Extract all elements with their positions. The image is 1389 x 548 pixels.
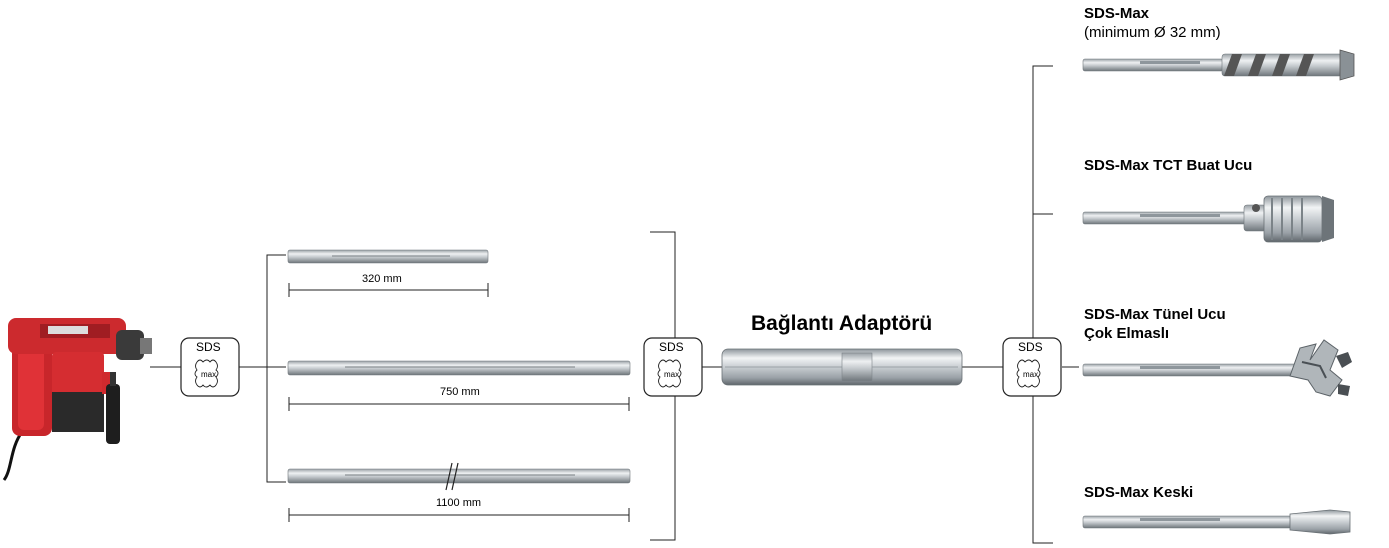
rotary-hammer-drill-icon: [2, 318, 152, 481]
tool-label-chisel: SDS-Max Keski: [1084, 484, 1194, 501]
shank-1100: [287, 462, 631, 491]
core-bit-icon: [1082, 195, 1334, 243]
tool-label-tunnel: SDS-Max Tünel Ucu: [1084, 306, 1226, 323]
dimension-lines: [288, 283, 630, 522]
tool-subtitle-sds-max: (minimum Ø 32 mm): [1084, 24, 1221, 41]
sds-badge-2-max: max: [664, 370, 680, 379]
tool-label-tunnel-line2: Çok Elmaslı: [1084, 325, 1170, 342]
sds-max-icon: [180, 337, 1062, 397]
adapter-shaft: [721, 348, 963, 386]
chisel-icon: [1082, 509, 1351, 535]
sds-badge-2-label: SDS: [659, 340, 684, 354]
tunnel-bit-icon: [1082, 339, 1352, 397]
drill-bit-icon: [1082, 49, 1355, 81]
adapter-title: Bağlantı Adaptörü: [751, 312, 933, 335]
tool-label-sds-max: SDS-Max: [1084, 5, 1150, 22]
sds-badge-3-max: max: [1023, 370, 1039, 379]
shank-length-320: 320 mm: [362, 273, 402, 285]
sds-badge-3-label: SDS: [1018, 340, 1043, 354]
sds-badge-1-label: SDS: [196, 340, 221, 354]
tool-label-tct-core: SDS-Max TCT Buat Ucu: [1084, 157, 1253, 174]
shank-320: [287, 249, 489, 264]
sds-badge-1-max: max: [201, 370, 217, 379]
shank-length-750: 750 mm: [440, 386, 480, 398]
shank-length-1100: 1100 mm: [436, 497, 482, 509]
shank-750: [287, 360, 631, 376]
sds-max-inner-shape: [194, 359, 1041, 388]
